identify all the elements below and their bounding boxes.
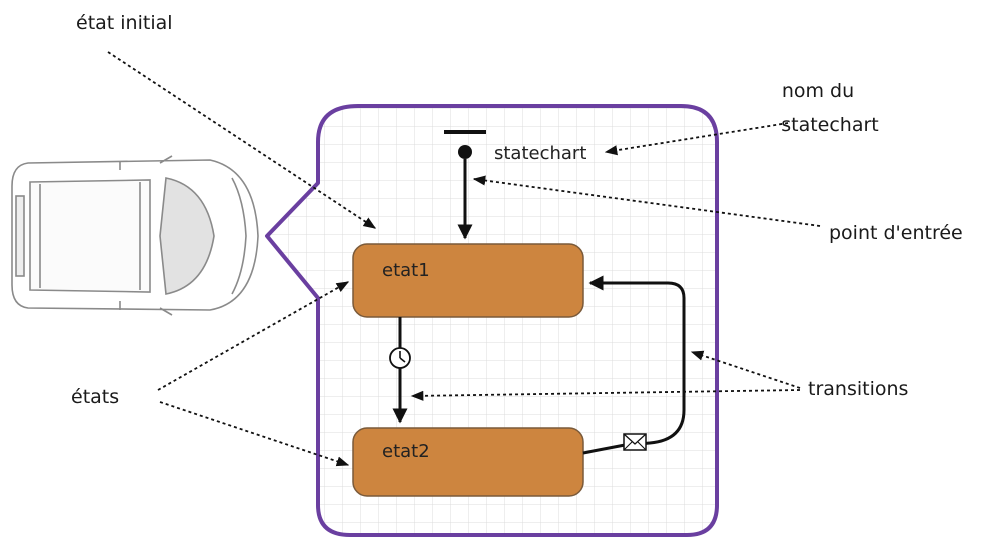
label-transitions: transitions bbox=[808, 378, 908, 400]
state-etat2-label: etat2 bbox=[382, 441, 430, 462]
statechart-frame bbox=[265, 104, 719, 537]
leader-initial-state bbox=[107, 51, 377, 229]
leader-statechart-name bbox=[604, 122, 789, 156]
envelope-icon bbox=[623, 433, 647, 451]
leader-transitions-2 bbox=[410, 389, 801, 401]
state-etat2: etat2 bbox=[352, 427, 584, 497]
timer-icon bbox=[389, 347, 411, 369]
leader-states-1 bbox=[157, 281, 350, 391]
label-statechart-name-1: nom du bbox=[782, 80, 854, 102]
leader-entry-point bbox=[472, 175, 821, 227]
annotation-leaders bbox=[107, 51, 821, 467]
label-entry-point: point d'entrée bbox=[829, 222, 963, 244]
state-etat1: etat1 bbox=[352, 243, 584, 318]
car-icon bbox=[11, 155, 259, 316]
label-initial-state: état initial bbox=[76, 12, 173, 34]
statechart-name: statechart bbox=[494, 143, 586, 164]
state-etat1-label: etat1 bbox=[382, 260, 430, 281]
leader-transitions-1 bbox=[690, 350, 801, 389]
label-states: états bbox=[71, 386, 119, 408]
transition-etat2-etat1 bbox=[582, 275, 686, 455]
initial-state-marker bbox=[444, 130, 486, 159]
label-statechart-name-2: statechart bbox=[781, 114, 879, 136]
